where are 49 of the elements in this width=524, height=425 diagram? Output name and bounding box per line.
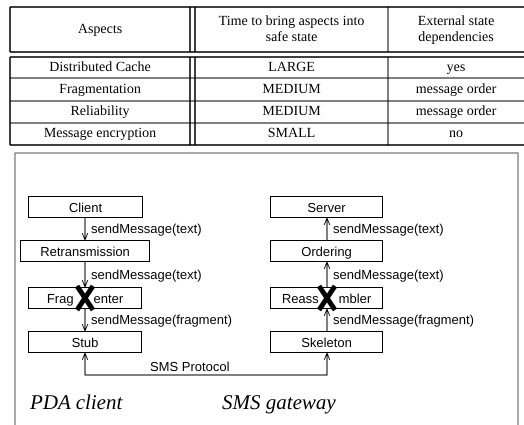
section-caption: SMS gateway xyxy=(222,390,336,415)
box-label: Ordering xyxy=(301,244,352,258)
column-header: Aspects xyxy=(76,20,124,38)
box-label: Skeleton xyxy=(301,334,352,350)
component-box xyxy=(270,331,383,353)
table-cell-text: Distributed Cache xyxy=(48,58,152,76)
arrow xyxy=(82,262,88,288)
box-label: mbler xyxy=(338,290,372,306)
edge-label: sendMessage(text) xyxy=(91,268,202,282)
table-cell-text: no xyxy=(448,125,464,143)
component-box xyxy=(270,196,383,218)
edge-label: sendMessage(fragment) xyxy=(91,313,232,327)
table-cell-text: message order xyxy=(414,80,498,98)
arrow xyxy=(82,308,88,332)
table-cell-text: message order xyxy=(414,103,498,121)
edge-label: sendMessage(text) xyxy=(91,222,202,236)
component-box xyxy=(28,196,143,218)
edge-label: sendMessage(text) xyxy=(333,268,444,282)
component-box xyxy=(270,287,383,309)
table-cell-text: LARGE xyxy=(267,58,316,76)
component-box xyxy=(28,331,142,353)
component-box xyxy=(20,240,150,262)
table-cell-text: MEDIUM xyxy=(261,103,322,121)
edge-label: sendMessage(text) xyxy=(333,222,444,236)
section-caption: PDA client xyxy=(30,390,122,415)
component-box xyxy=(28,287,142,309)
edge-label: sendMessage(fragment) xyxy=(333,313,474,327)
component-box xyxy=(270,240,383,262)
column-header: External state dependencies xyxy=(416,12,496,46)
box-label: Server xyxy=(307,200,346,214)
box-label: Frag xyxy=(46,290,74,306)
box-label: Reass xyxy=(282,290,319,306)
table-cell-text: Message encryption xyxy=(42,125,158,143)
box-label: Client xyxy=(68,200,102,214)
arrow xyxy=(324,262,330,288)
table-cell-text: Reliability xyxy=(69,103,131,121)
table-cell-text: MEDIUM xyxy=(261,80,322,98)
table-cell-text: yes xyxy=(446,58,466,76)
table-cell-text: SMALL xyxy=(266,125,316,143)
box-label: enter xyxy=(94,290,124,306)
box-label: Retransmission xyxy=(40,244,130,258)
arrow xyxy=(324,218,330,240)
table-cell-text: Fragmentation xyxy=(58,80,142,98)
column-header: Time to bring aspects into safe state xyxy=(218,12,366,46)
box-label: Stub xyxy=(72,334,98,350)
arrow xyxy=(82,218,88,240)
edge-label: SMS Protocol xyxy=(150,360,230,374)
arrow xyxy=(82,352,330,376)
arrow xyxy=(324,308,330,332)
